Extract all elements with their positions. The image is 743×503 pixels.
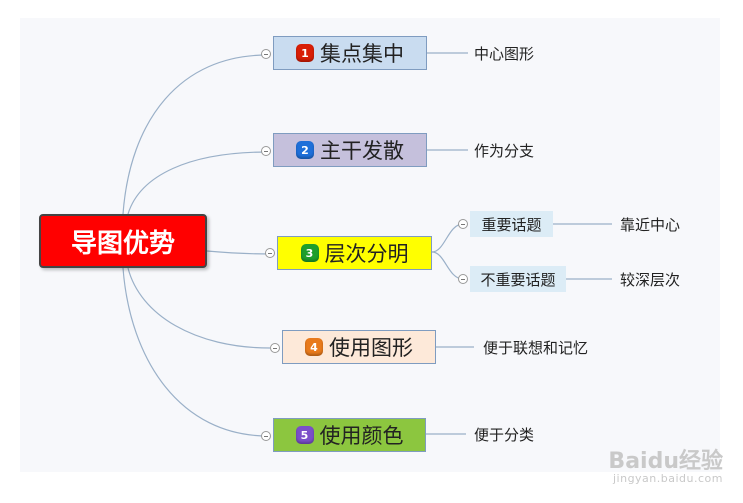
link-b3-sub1 bbox=[431, 223, 464, 253]
subtopic-node-1[interactable]: 重要话题 bbox=[470, 211, 553, 237]
leaf-node[interactable]: 中心图形 bbox=[474, 45, 535, 63]
collapse-toggle-b4[interactable] bbox=[270, 343, 280, 353]
link-root-b2 bbox=[127, 151, 268, 215]
leaf-node[interactable]: 靠近中心 bbox=[620, 216, 681, 234]
watermark-brand: Baidu经验 bbox=[608, 449, 723, 475]
branch-node-1[interactable]: 1 集点集中 bbox=[273, 36, 427, 70]
branch-label: 主干发散 bbox=[320, 139, 404, 163]
link-root-b1 bbox=[122, 54, 268, 215]
watermark: Baidu经验 jingyan.baidu.com bbox=[608, 450, 723, 485]
branch-node-3[interactable]: 3 层次分明 bbox=[277, 236, 432, 270]
collapse-toggle-b2[interactable] bbox=[261, 146, 271, 156]
collapse-toggle-sub1[interactable] bbox=[458, 219, 468, 229]
branch-label: 层次分明 bbox=[324, 242, 409, 266]
root-node[interactable]: 导图优势 bbox=[39, 214, 207, 268]
branch-label: 使用图形 bbox=[329, 336, 413, 360]
branch-node-4[interactable]: 4 使用图形 bbox=[282, 330, 436, 364]
watermark-url: jingyan.baidu.com bbox=[612, 472, 723, 486]
branch-node-2[interactable]: 2 主干发散 bbox=[273, 133, 427, 167]
leaf-node[interactable]: 较深层次 bbox=[620, 271, 681, 289]
priority-2-icon: 2 bbox=[296, 141, 314, 159]
branch-node-5[interactable]: 5 使用颜色 bbox=[273, 418, 426, 452]
collapse-toggle-b3[interactable] bbox=[265, 248, 275, 258]
branch-label: 使用颜色 bbox=[319, 424, 404, 448]
collapse-toggle-b1[interactable] bbox=[261, 49, 271, 59]
priority-5-icon: 5 bbox=[295, 426, 314, 444]
leaf-node[interactable]: 便于联想和记忆 bbox=[483, 339, 589, 357]
priority-1-icon: 1 bbox=[296, 44, 314, 62]
collapse-toggle-sub2[interactable] bbox=[458, 274, 468, 284]
leaf-node[interactable]: 便于分类 bbox=[474, 426, 535, 444]
collapse-toggle-b5[interactable] bbox=[261, 431, 271, 441]
priority-4-icon: 4 bbox=[305, 338, 323, 356]
priority-3-icon: 3 bbox=[300, 244, 319, 262]
leaf-node[interactable]: 作为分支 bbox=[474, 142, 535, 160]
link-root-b4 bbox=[127, 267, 271, 349]
branch-label: 集点集中 bbox=[320, 42, 404, 66]
link-root-b5 bbox=[122, 267, 269, 437]
link-root-b3 bbox=[206, 250, 271, 255]
subtopic-node-2[interactable]: 不重要话题 bbox=[470, 266, 566, 292]
